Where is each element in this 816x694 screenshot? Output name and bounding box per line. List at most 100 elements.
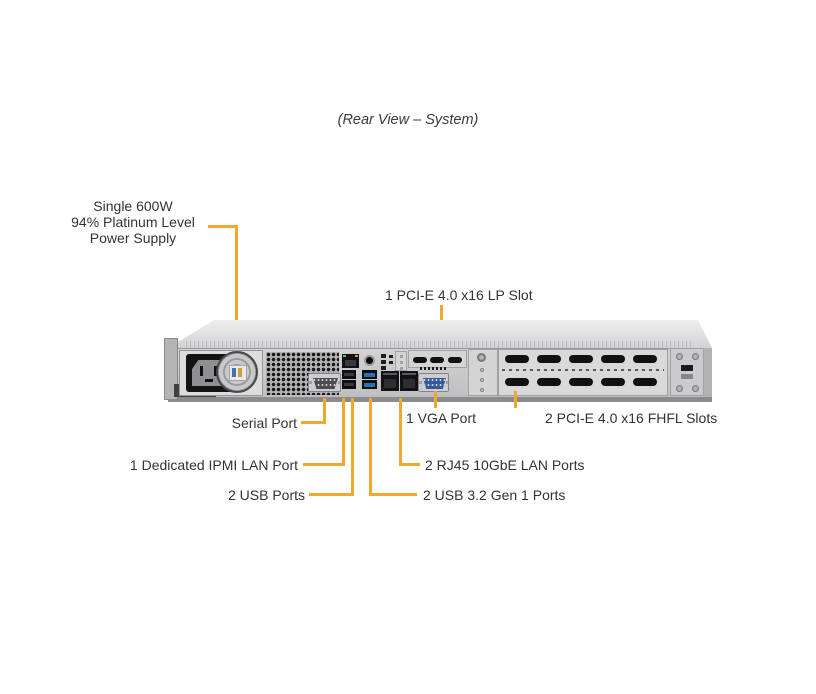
pcie-slot-opening	[633, 378, 657, 386]
lan-port-2	[400, 371, 418, 391]
lan-ports-label: 2 RJ45 10GbE LAN Ports	[425, 457, 585, 473]
usb32-ports-label: 2 USB 3.2 Gen 1 Ports	[423, 487, 566, 503]
pcie-slot-opening	[569, 378, 593, 386]
usb2-callout-line-v	[351, 398, 354, 496]
pcie-slot-opening	[569, 355, 593, 363]
power-supply-label-line2: 94% Platinum Level	[71, 214, 195, 230]
lan-callout-line-h	[399, 463, 420, 466]
psu-fan-hub	[229, 365, 247, 381]
usb3-port-bottom	[362, 380, 377, 389]
power-pin	[214, 366, 217, 376]
io-bit	[681, 365, 693, 371]
usb3-tongue	[364, 373, 375, 377]
io-bracket	[395, 351, 407, 371]
rj45-pins	[402, 373, 416, 375]
ipmi-lan-label: 1 Dedicated IPMI LAN Port	[129, 457, 298, 473]
screw	[400, 355, 403, 358]
vga-port-face	[423, 378, 446, 389]
pcie-slot-opening	[537, 355, 561, 363]
io-bit	[681, 374, 693, 379]
lp-slot-label: 1 PCI-E 4.0 x16 LP Slot	[385, 287, 533, 303]
usb3-port-top	[362, 370, 377, 379]
chassis-right-bracket	[670, 348, 704, 396]
ipmi-lan-port	[342, 354, 359, 368]
power-supply-callout-line-v	[235, 225, 238, 356]
ipmi-callout-line-h	[303, 463, 345, 466]
slot-divider-dots	[502, 369, 664, 371]
pcie-slot-opening	[505, 355, 529, 363]
screw	[400, 361, 403, 364]
power-supply-label-line3: Power Supply	[89, 230, 177, 246]
screw	[309, 381, 312, 384]
vga-callout-line	[434, 391, 437, 408]
round-port-hole	[364, 355, 375, 366]
chassis-bottom-edge	[168, 397, 712, 402]
usb32-callout-line-v	[369, 398, 372, 496]
power-pin	[200, 366, 203, 376]
screw	[480, 378, 484, 382]
usb32-callout-line-h	[369, 493, 417, 496]
diagram-title: (Rear View – System)	[337, 112, 479, 128]
screw	[692, 353, 699, 360]
fan-sticker-blue	[232, 368, 236, 377]
pcie-slot-opening	[633, 355, 657, 363]
pcie-slot-opening	[430, 357, 444, 363]
vent-dot-strip	[420, 367, 447, 370]
power-supply-callout-line-h	[208, 225, 238, 228]
io-bit	[381, 354, 386, 358]
usb2-port-top	[342, 370, 356, 379]
power-supply-label-line1: Single 600W	[93, 198, 173, 214]
screw	[480, 388, 484, 392]
lan-led-green	[343, 355, 346, 357]
chassis-top-face	[168, 320, 712, 348]
io-bit	[381, 360, 386, 364]
fhfl-callout-line	[514, 391, 517, 408]
lan-callout-line-v	[399, 398, 402, 466]
pci-mid-bracket	[468, 349, 498, 396]
fan-sticker-yellow	[238, 368, 242, 377]
screw	[480, 368, 484, 372]
io-bit	[389, 361, 393, 364]
pcie-slot-opening	[601, 378, 625, 386]
io-bit	[381, 366, 386, 370]
screw	[676, 385, 683, 392]
rj45-slot	[384, 379, 396, 388]
usb3-tongue	[364, 383, 375, 387]
serial-callout-line-h	[301, 421, 326, 424]
pcie-slot-opening	[413, 357, 427, 363]
power-supply-label: Single 600W 94% Platinum Level Power Sup…	[48, 198, 218, 246]
vga-port	[418, 373, 449, 392]
top-face-vent-ribs	[186, 341, 694, 348]
vga-port-label: 1 VGA Port	[405, 410, 477, 426]
psu-fan	[216, 351, 258, 393]
serial-port	[308, 373, 341, 392]
screw	[692, 385, 699, 392]
serial-port-label: Serial Port	[231, 415, 297, 431]
screw	[338, 381, 341, 384]
thumbscrew	[477, 353, 486, 362]
pcie-slot-opening	[537, 378, 561, 386]
usb-ports-label: 2 USB Ports	[227, 487, 305, 503]
usb-tongue	[344, 383, 354, 386]
pcie-slot-opening	[448, 357, 462, 363]
lan-port-1	[381, 371, 399, 391]
rj45-slot	[403, 379, 415, 388]
ipmi-lan-slot	[345, 360, 356, 366]
usb-tongue	[344, 373, 354, 376]
lp-slot-bracket	[408, 350, 467, 368]
serial-port-face	[313, 378, 338, 389]
usb2-port-bottom	[342, 380, 356, 389]
io-bit	[389, 355, 393, 358]
rj45-pins	[383, 373, 397, 375]
fhfl-slots-label: 2 PCI-E 4.0 x16 FHFL Slots	[545, 410, 718, 426]
serial-callout-line-v	[323, 398, 326, 424]
screw	[446, 381, 449, 384]
screw	[419, 381, 422, 384]
pcie-slot-opening	[601, 355, 625, 363]
power-pin	[205, 379, 213, 382]
pcie-slot-opening	[505, 378, 529, 386]
screw	[400, 367, 403, 370]
ipmi-callout-line-v	[342, 398, 345, 466]
usb2-callout-line-h	[309, 493, 354, 496]
